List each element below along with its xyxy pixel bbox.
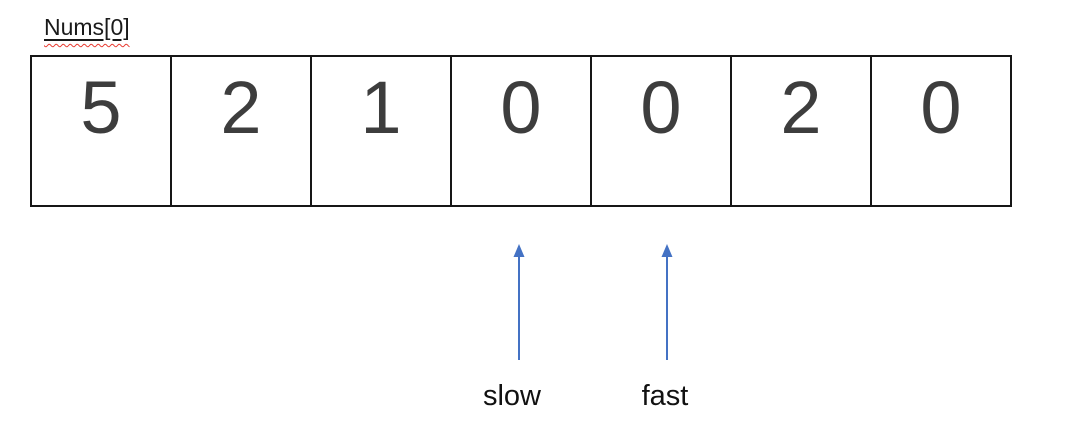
fast-pointer-label: fast — [641, 380, 689, 412]
array-cell-0: 5 — [32, 57, 170, 205]
cell-value: 1 — [360, 66, 402, 149]
array-cell-6: 0 — [870, 57, 1010, 205]
array-cell-4: 0 — [590, 57, 730, 205]
array-name-text: Nums[0] — [44, 14, 130, 40]
array-cell-3: 0 — [450, 57, 590, 205]
array-name-label: Nums[0] — [44, 14, 130, 41]
cell-value: 0 — [500, 66, 542, 149]
cell-value: 2 — [220, 66, 262, 149]
slow-pointer-label: slow — [482, 380, 541, 412]
fast-pointer-up-arrow-icon — [661, 244, 673, 360]
cell-value: 0 — [920, 66, 962, 149]
cell-value: 5 — [80, 66, 122, 149]
array-cell-2: 1 — [310, 57, 450, 205]
cell-value: 0 — [640, 66, 682, 149]
array-cell-5: 2 — [730, 57, 870, 205]
array-cell-1: 2 — [170, 57, 310, 205]
array-container: 5 2 1 0 0 2 0 — [30, 55, 1012, 207]
cell-value: 2 — [780, 66, 822, 149]
slow-pointer-up-arrow-icon — [513, 244, 525, 360]
